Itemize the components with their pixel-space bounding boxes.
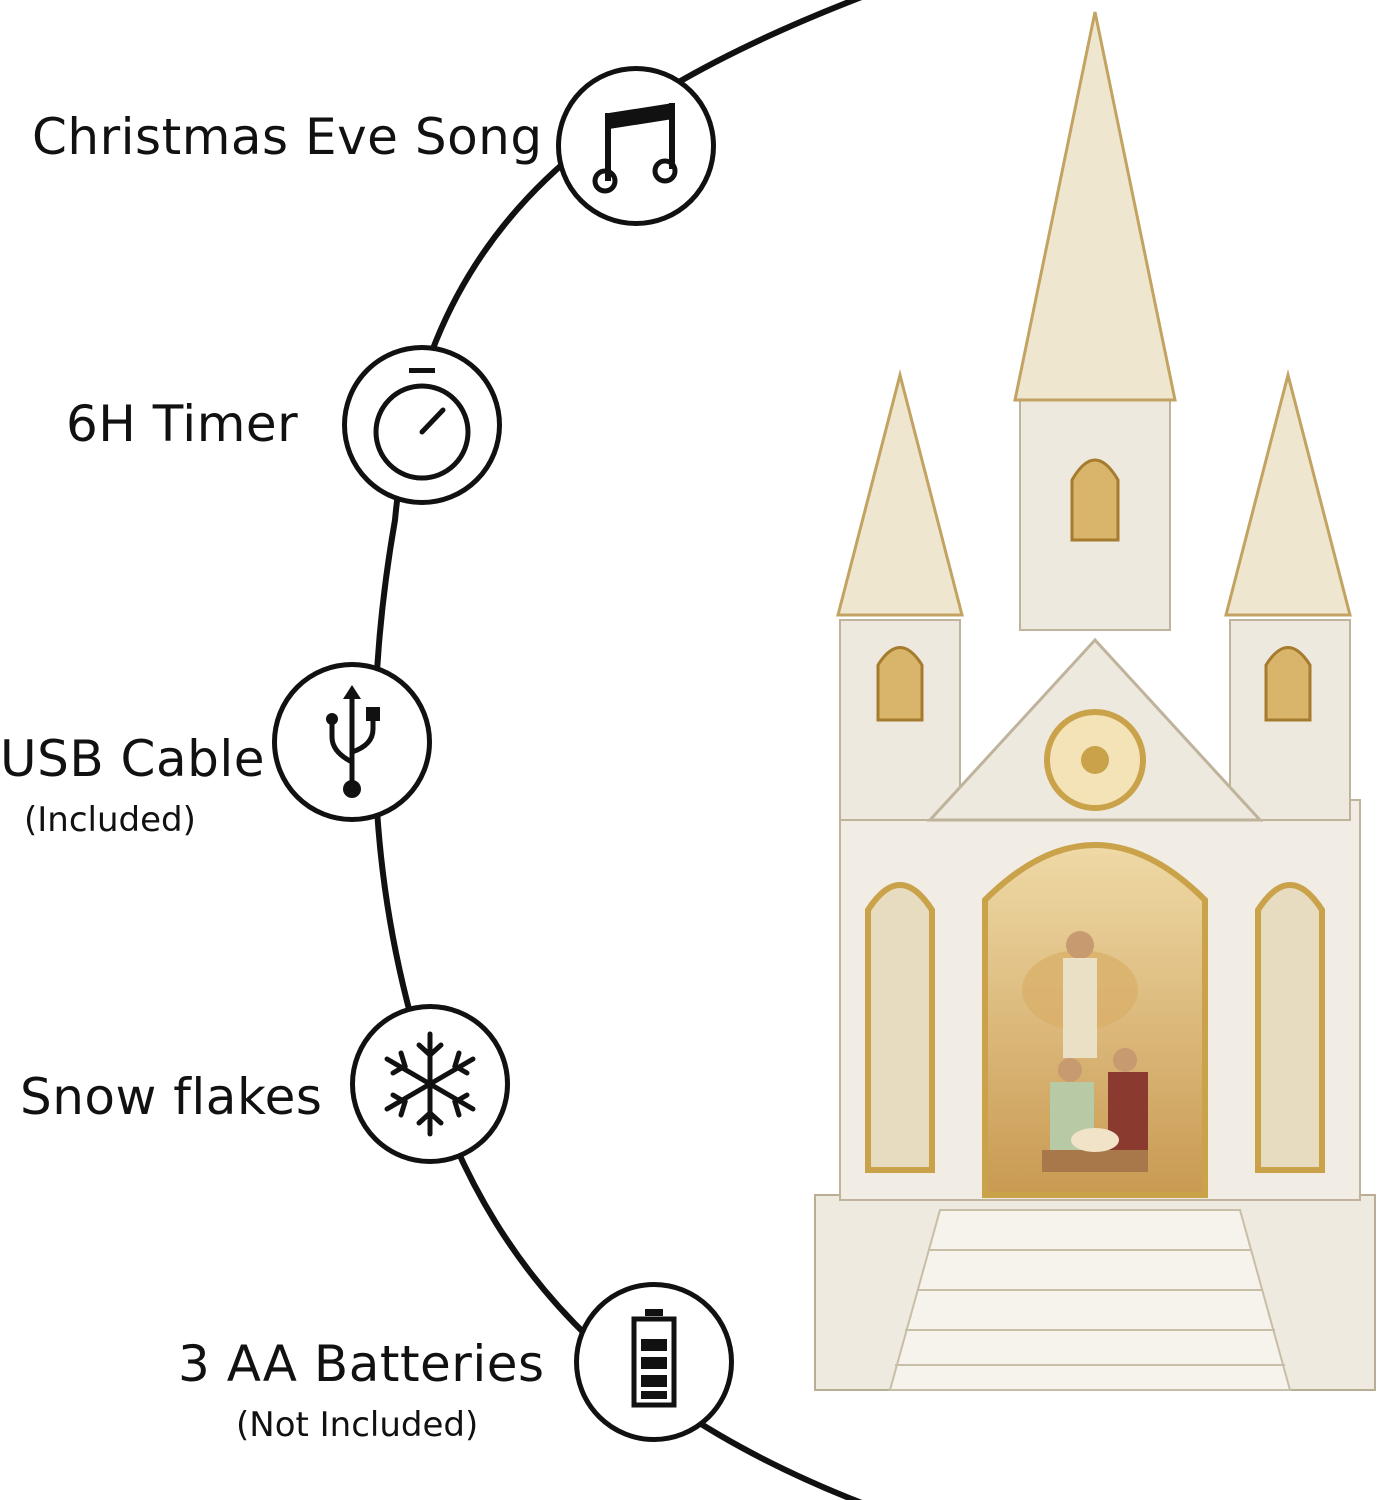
battery-feature-circle (574, 1282, 734, 1442)
battery-icon (631, 1309, 677, 1408)
stopwatch-icon (373, 368, 471, 481)
timer-feature-circle (342, 345, 502, 505)
usb-icon (326, 685, 380, 798)
snowflake-icon (384, 1031, 476, 1137)
feature-sublabel-batteries: (Not Included) (236, 1405, 479, 1445)
feature-label-snow: Snow flakes (20, 1068, 323, 1126)
music-feature-circle (556, 66, 716, 226)
snow-feature-circle (350, 1004, 510, 1164)
usb-feature-circle (272, 662, 432, 822)
feature-label-batteries: 3 AA Batteries (178, 1335, 545, 1393)
feature-sublabel-usb: (Included) (24, 800, 196, 840)
music-note-icon (592, 103, 678, 194)
feature-label-timer: 6H Timer (66, 395, 299, 453)
feature-label-usb: USB Cable (0, 730, 265, 788)
church-lantern-image (814, 11, 1376, 1391)
feature-label-song: Christmas Eve Song (32, 108, 543, 166)
